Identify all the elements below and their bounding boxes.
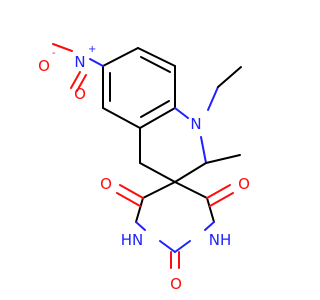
nh-left: HN — [121, 231, 144, 249]
nitro-nitrogen-charge: + — [88, 44, 96, 55]
nh-right: NH — [209, 231, 232, 249]
benzene-ring — [102, 47, 176, 129]
carbonyl-oxygen-bottom: O — [170, 275, 182, 293]
substituents — [205, 66, 242, 164]
ring-nitrogen: N — [190, 115, 201, 133]
carbonyl-oxygen-left: O — [100, 175, 112, 193]
nitro-group — [52, 43, 104, 92]
piperidine-ring — [139, 107, 207, 183]
nitro-oxygen-minus: O — [38, 57, 50, 75]
nitro-oxygen-double: O — [74, 85, 86, 103]
nitro-oxygen-charge: - — [52, 48, 56, 59]
carbonyl-bonds — [116, 184, 234, 269]
pyrimidinetrione-ring — [135, 181, 215, 253]
molecule-structure: O - N + O N O O O HN NH — [38, 43, 250, 293]
nitro-nitrogen: N — [74, 53, 85, 71]
carbonyl-oxygen-right: O — [238, 175, 250, 193]
